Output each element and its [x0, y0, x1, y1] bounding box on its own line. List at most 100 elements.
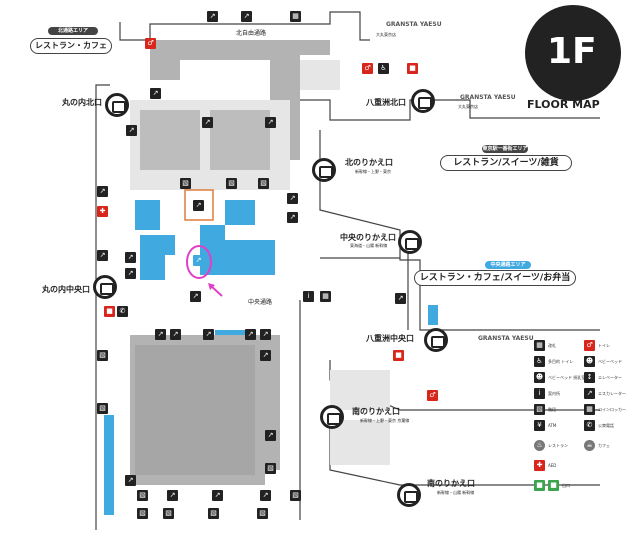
- exit-icon: ■: [407, 63, 418, 74]
- restroom-icon: ♂: [145, 38, 156, 49]
- granstar-yaesu-brand: GRANSTA YAESU: [386, 21, 442, 28]
- escalator-icon: ↗: [167, 490, 178, 501]
- restroom-icon: ♂: [362, 63, 373, 74]
- south-transfer-label: 南のりかえ口: [352, 407, 400, 416]
- central-area-tag: 中央通路エリア: [485, 261, 531, 269]
- north-area-label: レストラン・カフェ: [30, 38, 112, 54]
- stairs-icon: ▧: [97, 350, 108, 361]
- info-icon: i: [534, 388, 545, 399]
- escalator-icon: ↗: [155, 329, 166, 340]
- granstar-yaesu3-brand: GRANSTA YAESU: [478, 335, 534, 342]
- escalator-icon: ↗: [97, 186, 108, 197]
- south-transfer-gate: [320, 405, 344, 429]
- south-transfer-sub: 新幹線・上野・東京 京葉線: [360, 418, 410, 423]
- stairs-icon: ▧: [137, 490, 148, 501]
- elevator-icon: ↕: [584, 372, 595, 383]
- restroom-icon: ♂: [427, 390, 438, 401]
- escalator-icon: ↗: [126, 125, 137, 136]
- coinlocker-icon: ▦: [584, 404, 595, 415]
- escalator-icon: ↗: [190, 291, 201, 302]
- locker-icon: ▦: [290, 11, 301, 22]
- stairs-icon: ▧: [97, 403, 108, 414]
- stairs-icon: ▧: [137, 508, 148, 519]
- exit-icon: ■: [104, 306, 115, 317]
- locker-icon: ▦: [534, 340, 545, 351]
- legend-label: 案内所: [548, 391, 560, 396]
- babycare-icon: ☻: [534, 372, 545, 383]
- legend-label: カフェ: [598, 443, 610, 448]
- granstar-yaesu-sub: 大丸東京店: [376, 32, 396, 37]
- legend-label: ATM: [548, 423, 557, 428]
- legend-label: エレベーター: [598, 375, 622, 380]
- legend-label: コインロッカー: [598, 407, 626, 412]
- escalator-icon: ↗: [125, 252, 136, 263]
- legend-label: ベビーベッド 授乳室: [548, 375, 586, 380]
- baby-icon: ☻: [584, 356, 595, 367]
- legend-label: エスカレーター: [598, 391, 626, 396]
- floor-map-title: FLOOR MAP: [527, 98, 600, 111]
- legend-label: AED: [548, 463, 557, 468]
- north-area-tag: 北通路エリア: [48, 27, 98, 35]
- atm-icon: ¥: [534, 420, 545, 431]
- south2-transfer-label: 南のりかえ口: [427, 479, 475, 488]
- central-transfer-gate: [398, 230, 422, 254]
- stairs-icon: ▧: [208, 508, 219, 519]
- legend-label: レストラン: [548, 443, 568, 448]
- marunouchi-central-gate: [93, 275, 117, 299]
- yaesu-north-exit: 八重洲北口: [366, 98, 406, 107]
- escalator-icon: ↗: [97, 250, 108, 261]
- east-area-label: レストラン/スイーツ/雑貨: [440, 155, 572, 171]
- yaesu-north-gate: [411, 89, 435, 113]
- escalator-icon: ↗: [395, 293, 406, 304]
- accessible-icon: ♿: [534, 356, 545, 367]
- escalator-icon: ↗: [265, 117, 276, 128]
- escalator-icon: ↗: [125, 268, 136, 279]
- phone-icon: ✆: [584, 420, 595, 431]
- escalator-icon: ↗: [260, 490, 271, 501]
- legend-label: 出口: [562, 483, 570, 488]
- stairs-icon: ▧: [257, 508, 268, 519]
- stairs-icon: ▧: [180, 178, 191, 189]
- central-transfer-label: 中央のりかえ口: [340, 233, 396, 242]
- yaesu-central-exit: 八重洲中央口: [366, 334, 414, 343]
- exit-icon: ■: [548, 480, 559, 491]
- escalator-icon: ↗: [193, 200, 204, 211]
- cafe-icon: ☕: [584, 440, 595, 451]
- north-transfer-label: 北のりかえ口: [345, 158, 393, 167]
- north-transfer-sub: 新幹線・上野・東京: [355, 169, 391, 174]
- floor-badge: 1F: [525, 5, 621, 101]
- escalator-icon: ↗: [287, 212, 298, 223]
- east-area-tag: 東京駅一番街エリア: [482, 145, 528, 153]
- south2-transfer-sub: 新幹線・山陽 新幹線: [437, 490, 475, 495]
- aed-icon: ✚: [97, 206, 108, 217]
- escalator-icon: ↗: [245, 329, 256, 340]
- central-corridor-label: 中央通路: [248, 299, 273, 306]
- accessible-icon: ♿: [378, 63, 389, 74]
- floor-number: 1F: [547, 31, 597, 72]
- escalator-icon: ↗: [150, 88, 161, 99]
- stairs-icon: ▧: [290, 490, 301, 501]
- central-transfer-sub: 東海道・山陽 新幹線: [350, 243, 388, 248]
- escalator-icon: ↗: [193, 255, 204, 266]
- south2-transfer-gate: [397, 483, 421, 507]
- legend-label: トイレ: [598, 343, 610, 348]
- legend: ▦ 改札 ♂ トイレ ♿ 多目的 トイレ ☻ ベビーベッド ☻ ベビーベッド 授…: [532, 340, 632, 510]
- escalator-icon: ↗: [260, 329, 271, 340]
- escalator-icon: ↗: [170, 329, 181, 340]
- yaesu-central-gate: [424, 328, 448, 352]
- legend-label: 改札: [548, 343, 556, 348]
- phone-icon: ✆: [117, 306, 128, 317]
- legend-label: 階段: [548, 407, 556, 412]
- escalator-icon: ↗: [287, 193, 298, 204]
- stairs-icon: ▧: [265, 463, 276, 474]
- escalator-icon: ↗: [202, 117, 213, 128]
- escalator-icon: ↗: [241, 11, 252, 22]
- escalator-icon: ↗: [125, 475, 136, 486]
- exit-icon: ■: [393, 350, 404, 361]
- escalator-icon: ↗: [207, 11, 218, 22]
- coinlocker-icon: ▦: [320, 291, 331, 302]
- stairs-icon: ▧: [226, 178, 237, 189]
- stairs-icon: ▧: [163, 508, 174, 519]
- marunouchi-north-gate: [105, 93, 129, 117]
